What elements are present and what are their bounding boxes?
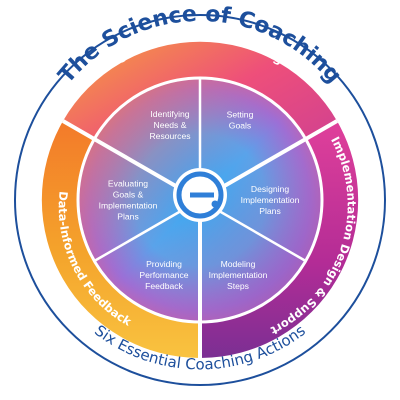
- segment-label-line: Implementation: [99, 201, 158, 211]
- segment-label-line: Providing: [146, 259, 182, 269]
- segment-label-line: Needs &: [154, 120, 187, 130]
- segment-label-line: Implementation: [209, 270, 268, 280]
- segment-label-line: Setting: [227, 110, 254, 120]
- segment-label-line: Evaluating: [108, 179, 148, 189]
- segment-label-line: Performance: [139, 270, 188, 280]
- segment-label-line: Plans: [259, 206, 281, 216]
- segment-label-line: Identifying: [150, 109, 189, 119]
- segment-label-line: Goals &: [113, 190, 144, 200]
- segment-label-line: Designing: [251, 184, 289, 194]
- segment-label-line: Feedback: [145, 281, 183, 291]
- segment-label-line: Modeling: [221, 259, 256, 269]
- segment-label-line: Plans: [117, 212, 139, 222]
- segment-label-line: Resources: [149, 131, 190, 141]
- coaching-logo-icon: [173, 168, 227, 222]
- segment-label-line: Goals: [229, 121, 251, 131]
- outer-ring-line: [14, 14, 386, 386]
- segment-label-line: Steps: [227, 281, 249, 291]
- segment-label-line: Implementation: [241, 195, 300, 205]
